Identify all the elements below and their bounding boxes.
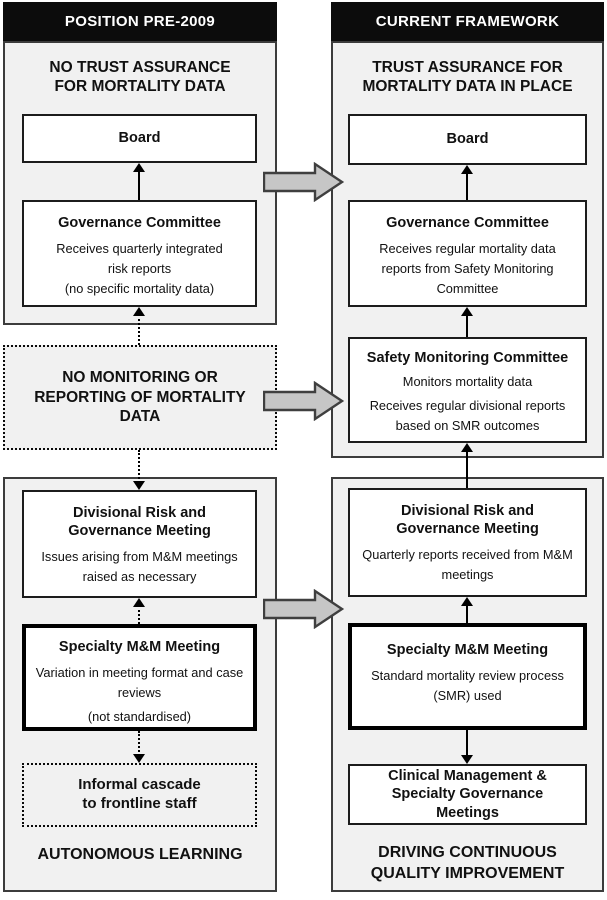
left-specialty-mm-box: Specialty M&M Meeting Variation in meeti…	[22, 624, 257, 731]
arrow-up-icon	[133, 307, 145, 316]
clinical-management-label: Clinical Management & Specialty Governan…	[388, 768, 547, 821]
right-board-box: Board	[348, 114, 587, 165]
right-board-label: Board	[446, 131, 489, 148]
arrow-up-icon	[461, 307, 473, 316]
connector-line	[138, 731, 140, 756]
connector-line	[466, 450, 468, 488]
informal-cascade-box: Informal cascade to frontline staff	[22, 763, 257, 827]
connector-line	[466, 730, 468, 757]
block-arrow-right-icon	[263, 589, 345, 629]
no-monitoring-barrier-label: NO MONITORING OR REPORTING OF MORTALITY …	[34, 369, 246, 426]
right-arrow-safety-to-gov	[461, 307, 474, 337]
no-monitoring-barrier-box: NO MONITORING OR REPORTING OF MORTALITY …	[3, 345, 277, 450]
arrow-up-icon	[461, 597, 473, 606]
clinical-management-box: Clinical Management & Specialty Governan…	[348, 764, 587, 825]
arrow-up-icon	[461, 165, 473, 174]
right-governance-body: Receives regular mortality data reports …	[379, 241, 556, 296]
left-dotted-arrow-specialty-to-cascade	[133, 731, 146, 763]
right-governance-box: Governance Committee Receives regular mo…	[348, 200, 587, 307]
left-divisional-title: Divisional Risk and Governance Meeting	[68, 505, 211, 540]
arrow-up-icon	[133, 598, 145, 607]
left-governance-title: Governance Committee	[58, 215, 221, 231]
arrow-up-icon	[133, 163, 145, 172]
connector-line	[138, 170, 140, 200]
right-specialty-body: Standard mortality review process (SMR) …	[371, 668, 564, 703]
right-specialty-mm-box: Specialty M&M Meeting Standard mortality…	[348, 623, 587, 730]
informal-cascade-label: Informal cascade to frontline staff	[78, 776, 201, 812]
block-arrow-right-icon	[263, 381, 345, 421]
right-divisional-title: Divisional Risk and Governance Meeting	[396, 503, 539, 538]
right-arrow-specialty-to-clinical	[461, 730, 474, 764]
left-specialty-title: Specialty M&M Meeting	[58, 639, 221, 655]
right-top-panel-heading: TRUST ASSURANCE FOR MORTALITY DATA IN PL…	[362, 59, 573, 96]
connector-line	[466, 172, 468, 200]
left-governance-box: Governance Committee Receives quarterly …	[22, 200, 257, 307]
arrow-down-icon	[133, 754, 145, 763]
connector-line	[466, 604, 468, 623]
connector-line	[138, 450, 140, 483]
left-board-box: Board	[22, 114, 257, 163]
left-footer-label: AUTONOMOUS LEARNING	[37, 846, 243, 863]
arrow-down-icon	[461, 755, 473, 764]
safety-monitoring-title: Safety Monitoring Committee	[366, 350, 569, 366]
right-divisional-body: Quarterly reports received from M&M meet…	[362, 547, 573, 583]
right-governance-title: Governance Committee	[386, 215, 549, 231]
right-arrow-divisional-to-safety	[461, 443, 474, 488]
arrow-up-icon	[461, 443, 473, 452]
right-arrow-gov-to-board	[461, 165, 474, 200]
left-divisional-box: Divisional Risk and Governance Meeting I…	[22, 490, 257, 598]
left-arrow-gov-to-board	[133, 163, 146, 200]
right-footer-label: DRIVING CONTINUOUS QUALITY IMPROVEMENT	[370, 844, 565, 882]
right-divisional-box: Divisional Risk and Governance Meeting Q…	[348, 488, 587, 597]
block-arrow-right-icon	[263, 162, 345, 202]
left-governance-body: Receives quarterly integrated risk repor…	[56, 241, 223, 296]
left-top-panel-heading: NO TRUST ASSURANCE FOR MORTALITY DATA	[49, 59, 231, 96]
left-dotted-arrow-barrier-to-gov	[133, 307, 146, 345]
safety-monitoring-body2: Receives regular divisional reports base…	[369, 397, 566, 433]
right-specialty-title: Specialty M&M Meeting	[386, 642, 549, 658]
arrow-down-icon	[133, 481, 145, 490]
safety-monitoring-box: Safety Monitoring Committee Monitors mor…	[348, 337, 587, 443]
left-column-header: POSITION PRE-2009	[3, 2, 277, 41]
right-arrow-specialty-to-divisional	[461, 597, 474, 623]
left-specialty-body1: Variation in meeting format and case rev…	[35, 665, 244, 700]
left-dotted-arrow-specialty-to-divisional	[133, 598, 146, 624]
connector-line	[138, 314, 140, 345]
left-board-label: Board	[118, 130, 161, 147]
right-column-header: CURRENT FRAMEWORK	[331, 2, 604, 41]
connector-line	[466, 314, 468, 337]
left-specialty-body2: (not standardised)	[87, 708, 192, 724]
safety-monitoring-body1: Monitors mortality data	[402, 374, 533, 390]
connector-line	[138, 605, 140, 624]
left-divisional-body: Issues arising from M&M meetings raised …	[41, 549, 238, 585]
left-dotted-arrow-barrier-to-divisional	[133, 450, 146, 490]
